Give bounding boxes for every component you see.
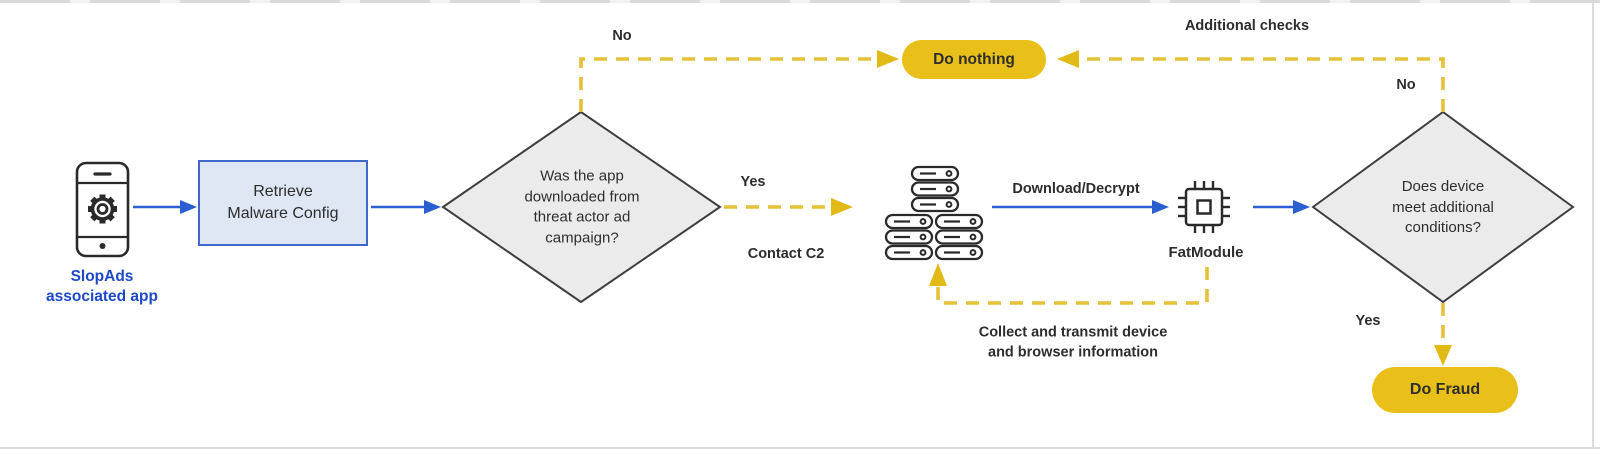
edge-label-no-right: No — [1396, 77, 1416, 94]
arrowhead-into-do-fraud — [1434, 345, 1452, 366]
blue-arrows — [133, 200, 1310, 214]
app-label: SlopAds associated app — [46, 267, 158, 305]
arrow-download-decrypt — [992, 200, 1169, 214]
edge-label-no-top: No — [612, 28, 632, 45]
arrow-retrieve-to-decision1 — [371, 200, 441, 214]
server-stack-left — [884, 213, 934, 261]
arrowhead-into-do-nothing-left — [877, 50, 899, 68]
edge-collect-transmit — [936, 267, 1209, 305]
decision2-diamond — [1311, 110, 1575, 304]
edge-label-yes-bottom: Yes — [1355, 313, 1381, 330]
top-border — [0, 0, 1600, 3]
retrieve-malware-config-node: Retrieve Malware Config — [198, 160, 368, 246]
arrowhead-into-servers-left — [831, 198, 853, 216]
do-fraud-node: Do Fraud — [1372, 367, 1518, 413]
edge-label-contact-c2: Contact C2 — [747, 246, 825, 263]
edge-label-yes-left: Yes — [740, 174, 766, 191]
server-stack-top — [910, 165, 960, 213]
right-border — [1592, 2, 1594, 448]
edge-additional-checks — [1080, 57, 1445, 112]
yellow-arrowheads — [831, 50, 1452, 366]
decision1-label: Was the app downloaded from threat actor… — [524, 167, 640, 247]
arrowhead-into-do-nothing-right — [1057, 50, 1079, 68]
arrow-app-to-retrieve — [133, 200, 197, 214]
edge-label-collect-transmit: Collect and transmit device and browser … — [978, 324, 1168, 360]
server-stack-right — [934, 213, 984, 261]
server-stack-icon — [884, 165, 984, 261]
do-fraud-label: Do Fraud — [1409, 381, 1481, 398]
fatmodule-label: FatModule — [1168, 243, 1244, 261]
do-nothing-label: Do nothing — [933, 50, 1015, 68]
edge-label-additional-checks: Additional checks — [1184, 18, 1310, 35]
bottom-border — [0, 447, 1600, 449]
arrow-fatmodule-to-decision2 — [1253, 200, 1310, 214]
yellow-dashed-connectors — [579, 57, 1445, 344]
gear-icon — [88, 194, 117, 224]
decision2-label: Does device meet additional conditions? — [1392, 177, 1494, 237]
do-nothing-node: Do nothing — [902, 40, 1046, 79]
decision1-diamond — [441, 110, 722, 304]
retrieve-malware-config-label: Retrieve Malware Config — [227, 182, 339, 222]
arrowhead-into-servers-bottom — [929, 263, 947, 286]
edge-no-to-do-nothing — [579, 57, 876, 112]
edge-label-download-decrypt: Download/Decrypt — [1012, 181, 1140, 198]
chip-icon — [1178, 181, 1230, 233]
smartphone-gear-icon — [75, 161, 130, 258]
